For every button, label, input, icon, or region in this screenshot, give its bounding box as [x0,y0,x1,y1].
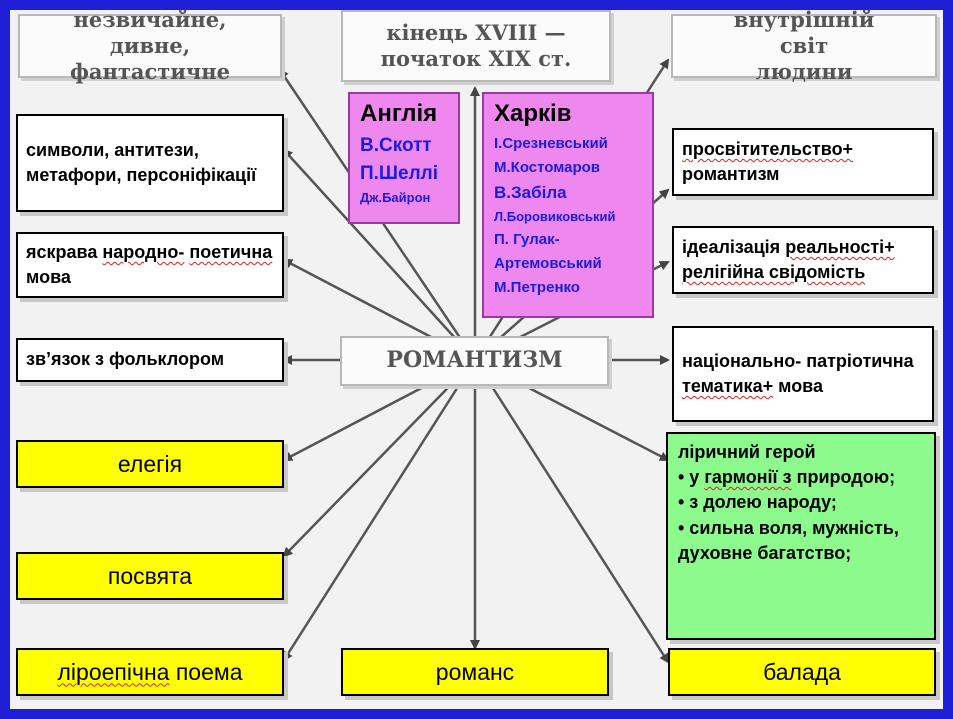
author-byron: Дж.Байрон [360,190,431,206]
genre-ballad: балада [668,648,936,696]
hero-item-harmony: • у гармонії з природою; [678,467,896,488]
arrow-to-ballad [473,359,670,664]
lyrical-hero-title: ліричний герой [678,442,816,462]
england-box: Англія В.Скотт П.Шеллі Дж.Байрон [348,92,460,224]
trait-idealization: ідеалізація реальності+ релігійна свідом… [672,226,934,294]
arrow-to-symbols [282,148,476,361]
trait-national-patriotic: національно- патріотична тематика+ мова [672,326,934,422]
kharkiv-title: Харків [494,100,572,127]
trait-inner-world: внутрішній світ людини [671,7,937,84]
hero-item-people: • з долею народу; [678,492,837,513]
kharkiv-box: Харків І.Срезневський М.Костомаров В.Заб… [482,92,654,318]
genre-romance: романс [341,648,609,696]
author-zabila: В.Забіла [494,183,567,202]
trait-folklore: зв’язок з фольклором [16,338,284,382]
author-kostomarov: М.Костомаров [494,159,601,176]
romanticism-center: РОМАНТИЗМ [340,336,609,386]
trait-symbols: символи, антитези, метафори, персоніфіка… [16,114,284,212]
trait-enlightenment: просвітительство+ романтизм [672,128,934,196]
trait-unusual-fantastic: незвичайне, дивне, фантастичне [18,7,282,84]
lyrical-hero-box: ліричний герой • у гармонії з природою; … [666,432,936,640]
england-title: Англія [360,100,438,127]
author-scott: В.Скотт [360,135,432,156]
genre-elegy: елегія [16,440,284,488]
period-box: кінець XVIII — початок XIX ст. [341,10,611,82]
genre-dedication: посвята [16,552,284,600]
author-hulak-2: Артемовський [494,254,602,272]
arrow-to-dedication [282,359,476,558]
genre-lyric-epic-poem: ліроепічна поема [16,648,284,696]
author-petrenko: М.Петренко [494,278,580,296]
hero-item-will: • сильна воля, мужність, духовне багатст… [678,517,899,563]
author-borovykovsky: Л.Боровиковський [494,208,616,224]
author-hulak-1: П. Гулак- [494,230,560,248]
author-shelley: П.Шеллі [360,162,439,184]
author-sreznevsky: І.Срезневський [494,135,608,152]
trait-folk-language: яскрава народно- поетична мова [16,232,284,298]
arrow-to-poem [282,359,477,662]
